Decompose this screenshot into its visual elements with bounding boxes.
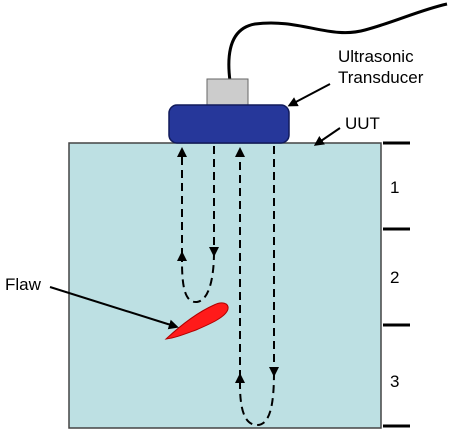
backwall-echo-path bbox=[235, 146, 279, 427]
transducer-label-line2: Transducer bbox=[338, 68, 424, 87]
transducer-callout-arrow bbox=[287, 83, 331, 107]
depth-scale bbox=[383, 141, 410, 428]
zone-1-label: 1 bbox=[390, 178, 400, 197]
flaw-shape bbox=[164, 302, 229, 340]
uut-label: UUT bbox=[345, 114, 380, 133]
zone-3-label: 3 bbox=[390, 372, 400, 391]
transducer-connector bbox=[206, 78, 249, 106]
ultrasonic-transducer bbox=[168, 104, 290, 144]
flaw-reflection-curve bbox=[181, 251, 215, 304]
zone-2-label: 2 bbox=[390, 268, 400, 287]
transducer-cable bbox=[227, 2, 448, 82]
uut-callout-arrow bbox=[313, 127, 341, 146]
flaw-label: Flaw bbox=[5, 275, 41, 294]
uut-block bbox=[68, 142, 382, 429]
flaw-callout-arrow bbox=[49, 286, 179, 330]
flaw-echo-path bbox=[177, 146, 219, 304]
transducer-label-line1: Ultrasonic bbox=[338, 47, 414, 66]
